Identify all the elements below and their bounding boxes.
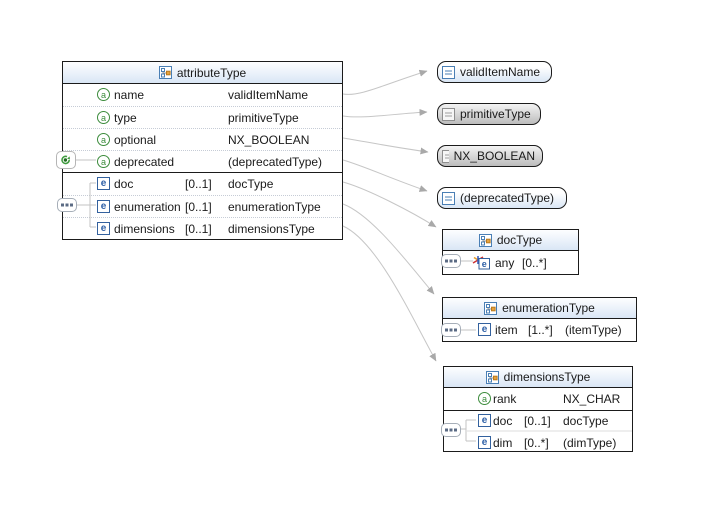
simple-type-pill-NX_BOOLEAN[interactable]: NX_BOOLEAN [437,145,543,167]
attribute-type: primitiveType [228,111,299,125]
simple-type-pill-validItemName[interactable]: validItemName [437,61,552,83]
dimensionsType-title: dimensionsType [503,370,591,384]
element-type: (itemType) [565,323,622,337]
connector-type-to-primitiveType [342,108,428,118]
enumerationType-title: enumerationType [502,301,595,315]
attribute-type: NX_CHAR [563,392,621,406]
element-row-doc[interactable]: e doc [0..1] docType [63,173,342,195]
connector-doc-to-docType [342,181,437,228]
simple-type-icon [442,65,455,79]
attributeType-title: attributeType [176,65,247,80]
element-cardinality: [0..1] [524,414,551,428]
element-type: dimensionsType [228,222,315,236]
attribute-icon: a [97,111,110,124]
element-row-enumeration[interactable]: e enumeration [0..1] enumerationType [63,195,342,217]
element-icon: e [478,323,491,336]
element-name: enumeration [114,200,181,214]
element-cardinality: [1..*] [528,323,553,337]
attribute-type: validItemName [228,88,309,102]
connector-dimensions-to-dimensionsType [342,225,437,362]
element-name: doc [114,177,134,191]
element-icon: e [97,222,110,235]
element-name: item [495,323,518,337]
attribute-name: optional [114,133,157,147]
sequence-icon [441,323,461,337]
attribute-name: deprecated [114,155,175,169]
element-name: doc [493,414,513,428]
simple-type-pill-primitiveType[interactable]: primitiveType [437,103,541,125]
deprecated-annotation-icon [56,151,76,169]
element-icon: e [478,414,491,427]
connector-deprecated-to-deprecatedType [342,159,428,192]
pill-label: primitiveType [460,107,531,121]
attribute-row-deprecated[interactable]: a deprecated (deprecatedType) [63,150,342,172]
sequence-icon [441,254,461,268]
element-cardinality: [0..1] [185,222,212,236]
complex-type-box-dimensionsType[interactable]: dimensionsType a rank NX_CHAR e doc [0..… [443,366,633,452]
complex-type-box-docType[interactable]: docType e any [0..*] [442,229,579,275]
connector-enumeration-to-enumerationType [342,203,435,295]
connector-optional-to-nxboolean [342,137,429,155]
simple-type-icon-grayed [442,149,449,163]
pill-label: validItemName [460,65,541,79]
element-row-doc[interactable]: e doc [0..1] docType [444,411,632,432]
element-row-dim[interactable]: e dim [0..*] (dimType) [444,432,632,453]
element-icon: e [478,436,491,449]
attribute-name: type [114,111,137,125]
element-type: (dimType) [563,436,617,450]
element-row-dimensions[interactable]: e dimensions [0..1] dimensionsType [63,217,342,239]
attribute-row-type[interactable]: a type primitiveType [63,106,342,128]
attributeType-header[interactable]: attributeType [63,62,342,84]
element-row-item[interactable]: e item [1..*] (itemType) [443,319,636,341]
element-type: docType [563,414,609,428]
complex-type-icon [478,233,492,247]
simple-type-icon-grayed [442,107,455,121]
pill-label: NX_BOOLEAN [453,149,535,163]
attribute-type: (deprecatedType) [228,155,323,169]
element-name: dim [493,436,513,450]
simple-type-pill-deprecatedType[interactable]: (deprecatedType) [437,187,567,209]
svg-text:e: e [482,259,487,269]
sequence-icon [441,423,461,437]
pill-label: (deprecatedType) [460,191,555,205]
any-element-icon: e [472,256,490,270]
element-type: enumerationType [228,200,321,214]
attribute-icon: a [478,392,491,405]
attribute-icon: a [97,155,110,168]
docType-title: docType [496,233,543,247]
element-name: dimensions [114,222,175,236]
dimensionsType-header[interactable]: dimensionsType [444,367,632,388]
attribute-row-optional[interactable]: a optional NX_BOOLEAN [63,128,342,150]
complex-type-icon [158,66,172,79]
attribute-icon: a [97,88,110,101]
attribute-type: NX_BOOLEAN [228,133,310,147]
attribute-row-name[interactable]: a name validItemName [63,84,342,106]
attribute-icon: a [97,133,110,146]
simple-type-icon [442,191,455,205]
attribute-row-rank[interactable]: a rank NX_CHAR [444,388,632,410]
attribute-name: name [114,88,145,102]
complex-type-box-attributeType[interactable]: attributeType a name validItemName a typ… [62,61,343,240]
element-row-any[interactable]: e any [0..*] [443,251,578,274]
element-cardinality: [0..1] [185,177,212,191]
element-cardinality: [0..*] [522,256,547,270]
attribute-name: rank [493,392,517,406]
connector-name-to-validItemName [342,69,428,95]
element-name: any [495,256,515,270]
complex-type-box-enumerationType[interactable]: enumerationType e item [1..*] (itemType) [442,297,637,342]
enumerationType-header[interactable]: enumerationType [443,298,636,319]
element-icon: e [97,200,110,213]
element-icon: e [97,177,110,190]
element-cardinality: [0..1] [185,200,212,214]
element-type: docType [228,177,274,191]
dimensionsType-elements-section: e doc [0..1] docType e dim [0..*] (dimTy… [444,410,632,453]
docType-header[interactable]: docType [443,230,578,251]
element-cardinality: [0..*] [524,436,549,450]
complex-type-icon [485,370,499,384]
complex-type-icon [484,301,498,315]
attributeType-elements-section: e doc [0..1] docType e enumeration [0..1… [63,172,342,239]
sequence-icon [57,198,77,212]
